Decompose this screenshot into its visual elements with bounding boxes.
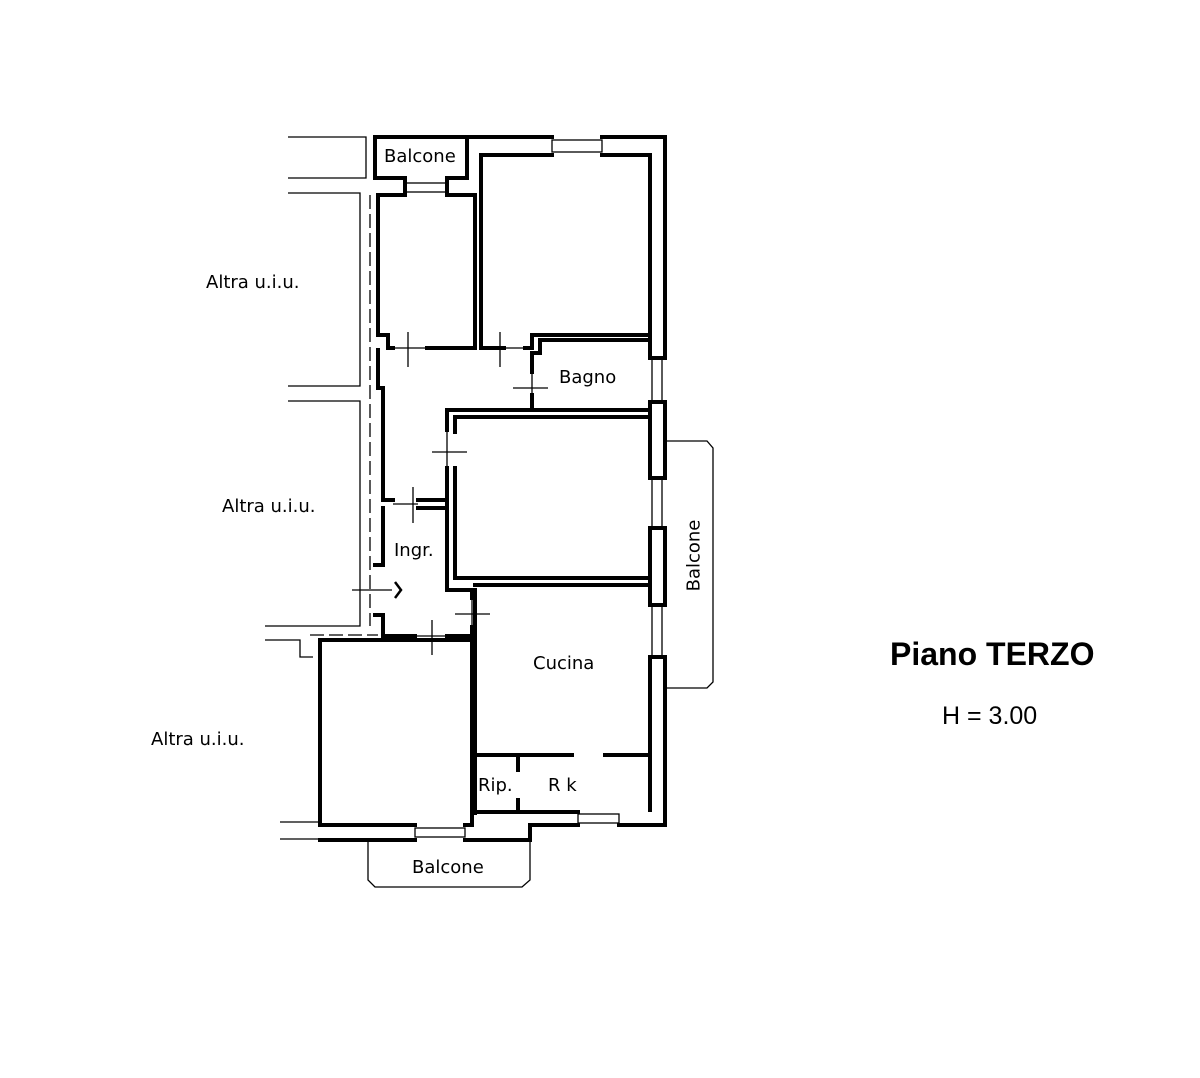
room-label-balcone-top: Balcone <box>384 146 456 167</box>
floor-title: Piano TERZO <box>890 636 1095 672</box>
walls <box>318 135 667 842</box>
neighbor-boundaries <box>265 136 378 840</box>
room-label-ingresso: Ingr. <box>394 540 434 561</box>
neighbor-label: Altra u.i.u. <box>206 272 300 293</box>
room-label-balcone-bottom: Balcone <box>412 857 484 878</box>
room-label-ripostiglio: Rip. <box>478 775 513 796</box>
doors <box>352 332 548 655</box>
ceiling-height: H = 3.00 <box>942 702 1038 730</box>
neighbor-label: Altra u.i.u. <box>222 496 316 517</box>
windows <box>404 139 663 838</box>
room-label-rk: R k <box>548 775 577 796</box>
room-label-bagno: Bagno <box>559 367 617 388</box>
room-label-cucina: Cucina <box>533 653 595 674</box>
room-label-balcone-right: Balcone <box>683 519 705 592</box>
balcony-outlines <box>367 440 714 888</box>
neighbor-label: Altra u.i.u. <box>151 729 245 750</box>
